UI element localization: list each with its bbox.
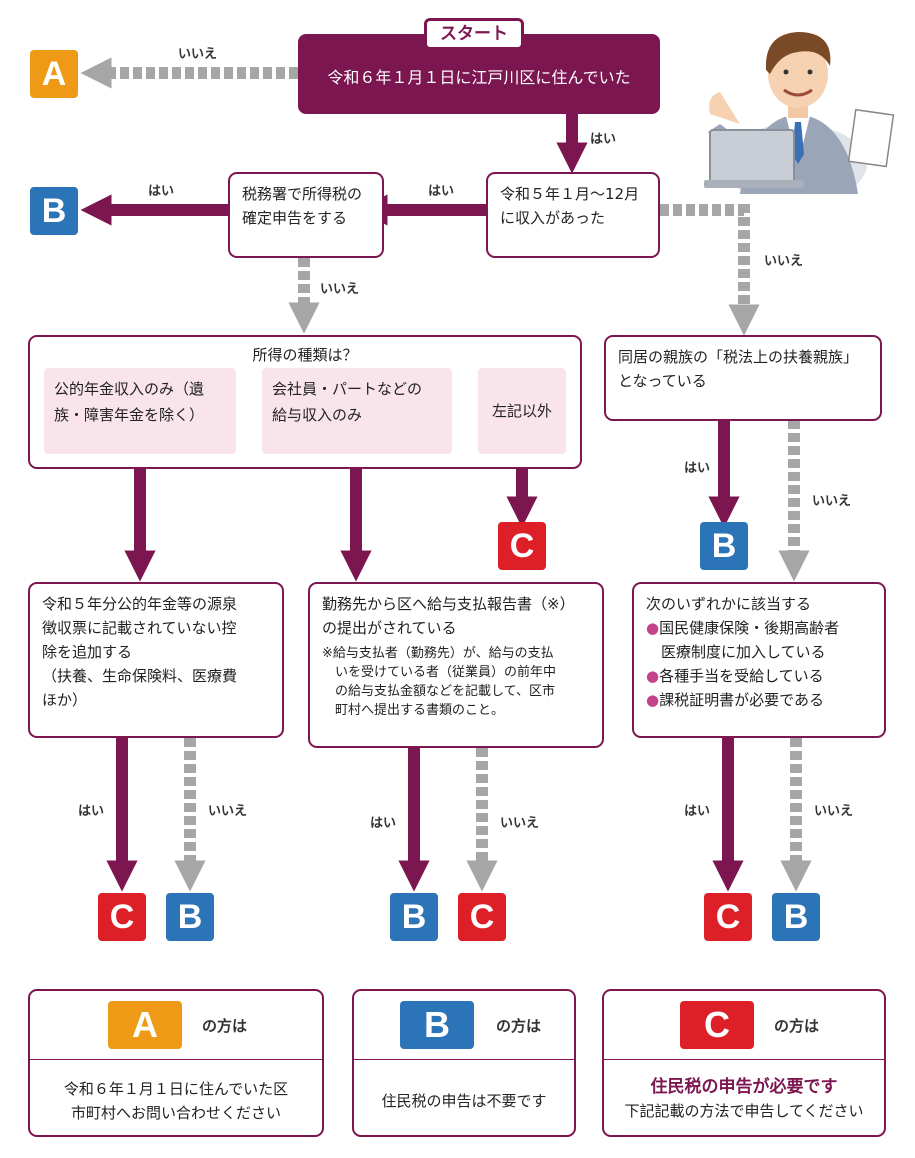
badge-B-pension: B xyxy=(166,893,214,941)
legend-C-text: 下記記載の方法で申告してください xyxy=(624,1102,864,1120)
question-pension-deduction: 令和５年分公的年金等の源泉 徴収票に記載されていない控 除を追加する （扶養、生… xyxy=(28,582,284,738)
legend-C-title: 住民税の申告が必要です xyxy=(650,1077,838,1097)
label-no-salary: いいえ xyxy=(500,816,540,831)
salary-report-note: ※給与支払者（勤務先）が、給与の支払 いを受けている者（従業員）の前年中 の給与… xyxy=(322,644,590,720)
label-yes-dependent: はい xyxy=(684,461,711,476)
badge-B-any: B xyxy=(772,893,820,941)
question-any-applies: 次のいずれかに該当する ●国民健康保険・後期高齢者 医療制度に加入している ●各… xyxy=(632,582,886,738)
question-dependent-line-1: 同居の親族の「税法上の扶養親族」 xyxy=(618,348,859,366)
businessman-illustration xyxy=(704,32,895,194)
legend-C: C の方は 住民税の申告が必要です 下記記載の方法で申告してください xyxy=(602,989,886,1137)
question-taxoffice-line-1: 税務署で所得税の xyxy=(242,185,363,203)
label-no-income: いいえ xyxy=(764,254,804,269)
label-no-start: いいえ xyxy=(178,47,218,62)
any-item-1-line-1: 国民健康保険・後期高齢者 xyxy=(659,619,840,637)
legend-A-of-person: の方は xyxy=(202,1017,248,1035)
legend-B-header: B の方は xyxy=(354,991,574,1060)
badge-C-pension: C xyxy=(98,893,146,941)
pension-deduction-line-3: 除を追加する xyxy=(42,643,133,661)
question-salary-report: 勤務先から区へ給与支払報告書（※） の提出がされている ※給与支払者（勤務先）が… xyxy=(308,582,604,748)
label-no-pension: いいえ xyxy=(208,804,248,819)
option-salary-line-2: 給与収入のみ xyxy=(272,406,363,424)
income-type-title: 所得の種類は？ xyxy=(252,346,358,364)
question-income-line-2: に収入があった xyxy=(500,209,606,227)
salary-note-line-2: いを受けている者（従業員）の前年中 xyxy=(335,665,557,680)
legend-B-of-person: の方は xyxy=(496,1017,542,1035)
question-tax-office-filing: 税務署で所得税の 確定申告をする xyxy=(228,172,384,258)
question-resided-text: 令和６年１月１日に江戸川区に住んでいた xyxy=(327,68,631,87)
badge-B-taxoffice: B xyxy=(30,187,78,235)
any-item-1-line-2: 医療制度に加入している xyxy=(661,643,826,661)
label-yes-income: はい xyxy=(428,184,455,199)
bullet-icon: ● xyxy=(646,619,660,637)
option-other-label: 左記以外 xyxy=(491,402,552,420)
legend-B-body: 住民税の申告は不要です xyxy=(381,1092,547,1110)
pension-deduction-line-4: （扶養、生命保険料、医療費 xyxy=(42,667,238,685)
legend-A-line-1: 令和６年１月１日に住んでいた区 xyxy=(63,1080,289,1098)
any-item-2: 各種手当を受給している xyxy=(659,667,824,685)
any-item-3: 課税証明書が必要である xyxy=(659,691,824,709)
legend-A: A の方は 令和６年１月１日に住んでいた区 市町村へお問い合わせください xyxy=(28,989,324,1137)
legend-A-badge: A xyxy=(108,1001,182,1049)
legend-B: B の方は 住民税の申告は不要です xyxy=(352,989,576,1137)
label-yes-taxoffice: はい xyxy=(148,184,175,199)
badge-C-salary: C xyxy=(458,893,506,941)
question-income-line-1: 令和５年１月～12月 xyxy=(500,185,640,203)
badge-C-other: C xyxy=(498,522,546,570)
question-dependent: 同居の親族の「税法上の扶養親族」 となっている xyxy=(604,335,882,421)
arrow-income-to-dependent xyxy=(660,204,760,336)
option-other: 左記以外 xyxy=(478,368,566,454)
legend-A-header: A の方は xyxy=(30,991,322,1060)
label-yes-any: はい xyxy=(684,804,711,819)
legend-C-badge: C xyxy=(680,1001,754,1049)
label-yes-pension: はい xyxy=(78,804,105,819)
any-applies-title: 次のいずれかに該当する xyxy=(646,595,812,613)
option-pension-line-2: 族・障害年金を除く） xyxy=(54,406,205,424)
question-dependent-line-2: となっている xyxy=(618,372,707,390)
salary-note-line-4: 町村へ提出する書類のこと。 xyxy=(335,703,505,718)
badge-B-dependent: B xyxy=(700,522,748,570)
legend-C-header: C の方は xyxy=(604,991,884,1060)
pension-deduction-line-5: ほか） xyxy=(42,691,88,709)
label-yes-start: はい xyxy=(590,132,617,147)
badge-C-any: C xyxy=(704,893,752,941)
label-no-any: いいえ xyxy=(814,804,854,819)
legend-A-line-2: 市町村へお問い合わせください xyxy=(70,1104,281,1122)
badge-A-start: A xyxy=(30,50,78,98)
legend-A-body: 令和６年１月１日に住んでいた区 市町村へお問い合わせください xyxy=(30,1077,322,1125)
option-salary-only: 会社員・パートなどの 給与収入のみ xyxy=(262,368,452,454)
question-taxoffice-line-2: 確定申告をする xyxy=(242,209,348,227)
bullet-icon: ● xyxy=(646,691,660,709)
salary-report-line-2: の提出がされている xyxy=(322,619,457,637)
question-resided-edogawa: 令和６年１月１日に江戸川区に住んでいた xyxy=(298,34,660,114)
option-salary-line-1: 会社員・パートなどの xyxy=(272,380,423,398)
bullet-icon: ● xyxy=(646,667,660,685)
salary-note-line-3: の給与支払金額などを記載して、区市 xyxy=(335,684,555,699)
salary-note-line-1: ※給与支払者（勤務先）が、給与の支払 xyxy=(322,646,554,661)
label-yes-salary: はい xyxy=(370,816,397,831)
label-no-dependent: いいえ xyxy=(812,494,852,509)
legend-C-of-person: の方は xyxy=(774,1017,820,1035)
pension-deduction-line-1: 令和５年分公的年金等の源泉 xyxy=(42,595,238,613)
badge-B-salary: B xyxy=(390,893,438,941)
option-pension-line-1: 公的年金収入のみ（遺 xyxy=(54,380,205,398)
start-tag: スタート xyxy=(424,18,524,50)
option-pension-only: 公的年金収入のみ（遺 族・障害年金を除く） xyxy=(44,368,236,454)
legend-B-badge: B xyxy=(400,1001,474,1049)
salary-report-line-1: 勤務先から区へ給与支払報告書（※） xyxy=(322,595,575,613)
question-had-income: 令和５年１月～12月 に収入があった xyxy=(486,172,660,258)
label-no-taxoffice: いいえ xyxy=(320,282,360,297)
legend-C-body: 住民税の申告が必要です 下記記載の方法で申告してください xyxy=(604,1075,884,1123)
pension-deduction-line-2: 徴収票に記載されていない控 xyxy=(42,619,237,637)
